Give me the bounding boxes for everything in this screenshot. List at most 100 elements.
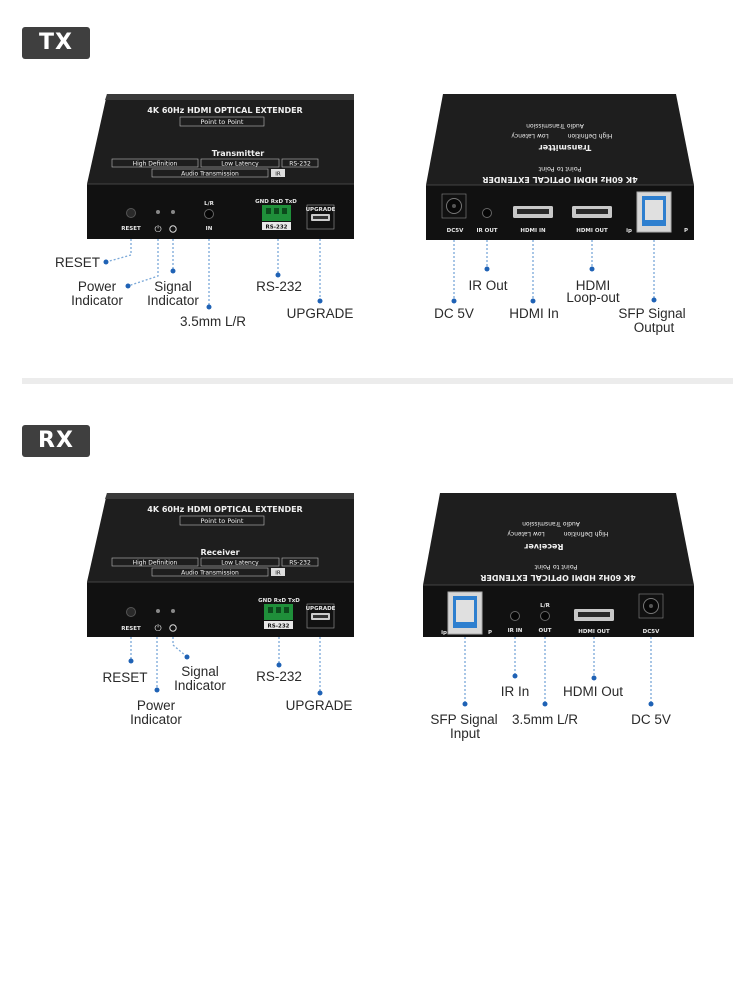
rx-feature-audio: Audio Transmission [181, 570, 239, 577]
tx-label-power-2: Indicator [71, 293, 123, 308]
power-icon: ⏻ [154, 224, 161, 235]
tx-label-hdmi-in: HDMI In [509, 306, 559, 321]
tx-back-role: Transmitter [539, 143, 592, 152]
tx-label-sfp-1: SFP Signal [618, 306, 685, 321]
rx-hdmi-out-port-label: HDMI OUT [578, 629, 610, 635]
tx-hdmi-in-port-label: HDMI IN [520, 228, 546, 234]
tx-upgrade-port-label: UPGRADE [306, 207, 336, 213]
tx-label-upgrade: UPGRADE [287, 306, 354, 321]
tx-label-power-1: Power [78, 279, 117, 294]
signal-icon [169, 624, 177, 632]
tx-back-device: 4K 60Hz HDMI OPTICAL EXTENDER Point to P… [426, 94, 694, 240]
rx-label-ir-in: IR In [501, 684, 530, 699]
rx-feature-ir: IR [275, 571, 281, 577]
tx-power-led [156, 210, 160, 214]
tx-front-callouts: RESET Power Indicator Signal Indicator 3… [55, 239, 353, 329]
rx-back-device: 4K 60Hz HDMI OPTICAL EXTENDER Point to P… [423, 493, 694, 637]
rx-label-signal-2: Indicator [174, 678, 226, 693]
rx-back-title: 4K 60Hz HDMI OPTICAL EXTENDER [480, 573, 635, 582]
rx-feature-hd: High Definition [133, 560, 178, 567]
rx-front-callouts: RESET Power Indicator Signal Indicator R… [102, 637, 352, 727]
tx-reset-button [126, 208, 136, 218]
tx-ir-out-port-label: IR OUT [476, 228, 497, 234]
tx-label-ir-out: IR Out [468, 278, 507, 293]
tx-back-feature-ll: Low Latency [511, 132, 549, 139]
tx-back-callouts: DC 5V IR Out HDMI In HDMI Loop-out SFP S… [434, 240, 686, 335]
tx-back-title: 4K 60Hz HDMI OPTICAL EXTENDER [482, 175, 637, 184]
rx-device-subtitle: Point to Point [201, 517, 244, 525]
tx-audio-jack [204, 209, 214, 219]
tx-back-feature-hd: High Definition [567, 132, 612, 139]
tx-front-device: 4K 60Hz HDMI OPTICAL EXTENDER Point to P… [87, 94, 354, 239]
rx-label-hdmi-out: HDMI Out [563, 684, 623, 699]
tx-label-rs232: RS-232 [256, 279, 302, 294]
signal-icon [169, 225, 177, 233]
tx-label-sfp-2: Output [634, 320, 675, 335]
rx-rs232-port-label: RS-232 [268, 624, 290, 630]
rx-back-subtitle: Point to Point [534, 563, 577, 571]
rx-back-feature-audio: Audio Transmission [522, 520, 580, 527]
rx-upgrade-port-label: UPGRADE [306, 606, 336, 612]
tx-feature-hd: High Definition [133, 161, 178, 168]
rx-reset-button [126, 607, 136, 617]
rx-label-power-2: Indicator [130, 712, 182, 727]
tx-label-dc: DC 5V [434, 306, 474, 321]
rx-audio-out-jack [540, 611, 550, 621]
rx-label-audio: 3.5mm L/R [512, 712, 578, 727]
rx-label-power-1: Power [137, 698, 176, 713]
tx-lr-port-label: L/R [204, 201, 215, 207]
tx-feature-ir: IR [275, 172, 281, 178]
power-icon: ⏻ [154, 623, 161, 634]
rx-label-rs232: RS-232 [256, 669, 302, 684]
rx-back-callouts: SFP Signal Input IR In 3.5mm L/R HDMI Ou… [430, 637, 671, 741]
tx-feature-ll: Low Latency [221, 161, 259, 168]
rx-back-feature-hd: High Definition [563, 530, 608, 537]
rx-signal-led [171, 609, 175, 613]
rx-back-role: Receiver [524, 542, 563, 551]
tx-back-feature-audio: Audio Transmission [526, 122, 584, 129]
tx-gnd-label: GND RxD TxD [255, 199, 297, 205]
rx-feature-rs: RS-232 [289, 560, 311, 567]
rx-sfp-left-label: ip [441, 630, 447, 636]
tx-label-signal-1: Signal [154, 279, 192, 294]
rx-ir-in-port-label: IR IN [508, 628, 523, 634]
rx-label-upgrade: UPGRADE [286, 698, 353, 713]
tx-feature-rs: RS-232 [289, 161, 311, 168]
rx-reset-port-label: RESET [121, 626, 141, 632]
rx-ir-in-jack [510, 611, 520, 621]
tx-device-subtitle: Point to Point [201, 118, 244, 126]
tx-in-port-label: IN [206, 226, 213, 232]
rx-feature-ll: Low Latency [221, 560, 259, 567]
rx-dc-port-label: DC5V [643, 629, 660, 635]
rx-label-signal-1: Signal [181, 664, 219, 679]
rx-label-dc: DC 5V [631, 712, 671, 727]
rx-label-sfp-2: Input [450, 726, 480, 741]
tx-back-subtitle: Point to Point [538, 165, 581, 173]
rx-front-device: 4K 60Hz HDMI OPTICAL EXTENDER Point to P… [87, 493, 354, 637]
rx-gnd-label: GND RxD TxD [258, 598, 300, 604]
tx-badge: TX [22, 27, 90, 59]
tx-ir-out-jack [482, 208, 492, 218]
rx-back-feature-ll: Low Latency [507, 530, 545, 537]
rx-label-sfp-1: SFP Signal [430, 712, 497, 727]
tx-rs232-port-label: RS-232 [266, 225, 288, 231]
rx-device-role: Receiver [200, 548, 239, 557]
tx-reset-port-label: RESET [121, 226, 141, 232]
tx-sfp-right-label: P [684, 228, 688, 234]
tx-label-loop-2: Loop-out [566, 290, 620, 305]
rx-badge: RX [22, 425, 90, 457]
tx-feature-audio: Audio Transmission [181, 171, 239, 178]
section-divider [22, 378, 733, 384]
rx-label-reset: RESET [102, 670, 147, 685]
rx-out-port-label: OUT [539, 628, 552, 634]
rx-power-led [156, 609, 160, 613]
tx-label-loop-1: HDMI [576, 278, 611, 293]
tx-sfp-left-label: ip [626, 228, 632, 234]
tx-label-signal-2: Indicator [147, 293, 199, 308]
tx-device-role: Transmitter [212, 149, 265, 158]
rx-lr-port-label: L/R [540, 603, 551, 609]
tx-signal-led [171, 210, 175, 214]
rx-device-title: 4K 60Hz HDMI OPTICAL EXTENDER [147, 505, 302, 514]
tx-hdmi-out-port-label: HDMI OUT [576, 228, 608, 234]
